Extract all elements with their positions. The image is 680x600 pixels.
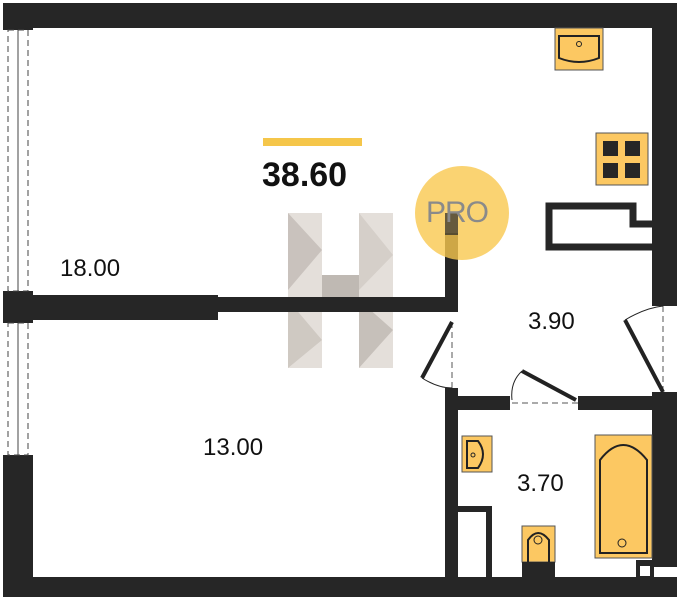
pro-badge: PRO <box>426 196 489 229</box>
room-area-bathroom: 3.70 <box>517 470 564 497</box>
door-bathroom[interactable] <box>511 369 578 404</box>
room-area-hallway: 3.90 <box>528 308 575 335</box>
window-living <box>7 29 29 292</box>
kitchen-counter <box>545 202 652 251</box>
walls <box>3 3 677 597</box>
door-hall-living[interactable] <box>420 321 454 389</box>
toilet-icon <box>521 525 556 578</box>
kitchen-sink-icon <box>554 27 604 71</box>
pro-badge-circle <box>415 166 509 260</box>
door-entrance[interactable] <box>623 305 665 393</box>
washbasin-icon <box>461 435 493 473</box>
window-bedroom <box>7 322 29 456</box>
bathtub-icon <box>594 434 653 559</box>
room-area-living: 18.00 <box>60 255 121 282</box>
total-area: 38.60 <box>262 156 348 194</box>
room-area-bedroom: 13.00 <box>203 434 264 461</box>
watermark-logo <box>288 213 393 368</box>
total-area-accent-bar <box>263 138 362 146</box>
stove-icon <box>595 132 649 186</box>
